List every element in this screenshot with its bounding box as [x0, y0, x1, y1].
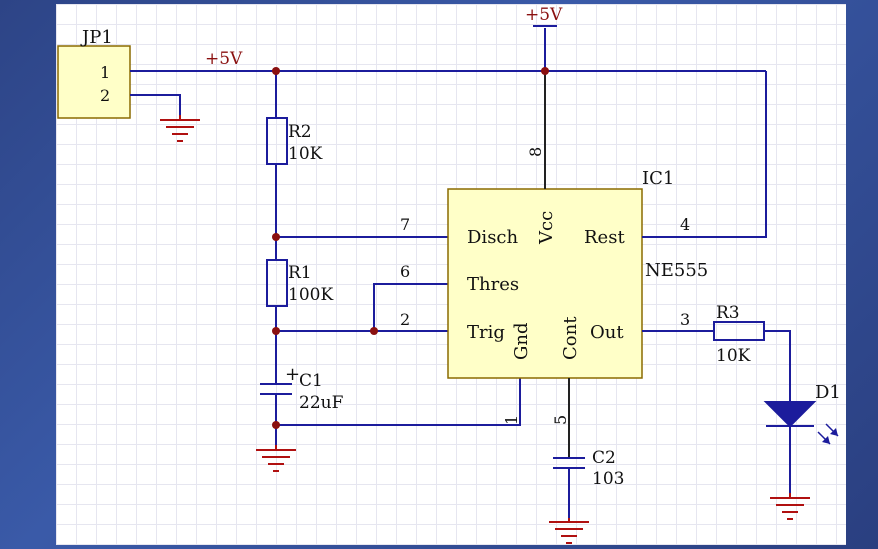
r2-ref: R2 — [288, 122, 312, 142]
vcc-net-label-top: +5V — [525, 5, 563, 25]
ic-body — [447, 188, 643, 379]
r1-ref: R1 — [288, 263, 312, 283]
ground-symbol-c2 — [549, 518, 589, 544]
pin-number-3: 3 — [680, 310, 690, 329]
jp1-pin2-label: 2 — [100, 86, 110, 105]
ic-pin-trig-label: Trig — [467, 322, 505, 343]
pin-number-2: 2 — [400, 310, 410, 329]
ic-pin-thres-label: Thres — [467, 274, 519, 295]
junction-dot — [272, 67, 280, 75]
r2-body — [266, 117, 288, 165]
thres-wire — [373, 283, 448, 331]
junction-dot — [272, 421, 280, 429]
junction-dot — [370, 327, 378, 335]
ic-ref: IC1 — [642, 168, 674, 189]
d1-ref: D1 — [815, 382, 841, 403]
reset-wire — [642, 71, 767, 238]
r1-body — [266, 259, 288, 307]
pin-number-8: 8 — [526, 147, 545, 157]
r3-value: 10K — [716, 346, 751, 366]
vcc-net-label-left: +5V — [205, 49, 243, 69]
jp1-ref: JP1 — [80, 27, 113, 48]
c2-ref: C2 — [592, 448, 616, 468]
pin-number-5: 5 — [551, 415, 570, 425]
ground-symbol-d1 — [770, 493, 810, 520]
c1-polarity: + — [285, 364, 300, 385]
ic-pin-rest-label: Rest — [584, 227, 625, 248]
r2-value: 10K — [288, 144, 323, 164]
r3-body — [713, 321, 765, 341]
ground-symbol-c1 — [256, 445, 296, 472]
pin-number-4: 4 — [680, 215, 690, 234]
ic-part: NE555 — [645, 260, 708, 281]
gnd-wire — [276, 378, 521, 426]
ic-pin-out-label: Out — [590, 322, 624, 343]
pin-number-6: 6 — [400, 262, 410, 281]
jp1-gnd-wire — [130, 94, 181, 115]
ic-pin-cont-label: Cont — [560, 316, 581, 360]
ground-symbol-jp1 — [160, 115, 200, 142]
ic-pin-vcc-label: Vcc — [536, 211, 557, 245]
junction-dot — [272, 233, 280, 241]
r3-ref: R3 — [716, 303, 740, 323]
c1-value: 22uF — [299, 393, 344, 413]
jp1-body — [57, 45, 131, 119]
led-light-arrows-icon — [817, 423, 839, 445]
ic-pin-gnd-label: Gnd — [511, 323, 532, 361]
r1-value: 100K — [288, 285, 333, 305]
pin-number-7: 7 — [400, 215, 410, 234]
pin-number-1: 1 — [502, 415, 521, 425]
c2-value: 103 — [592, 469, 624, 489]
c1-ref: C1 — [299, 371, 323, 391]
ic-pin-disch-label: Disch — [467, 227, 519, 248]
jp1-pin1-label: 1 — [100, 63, 110, 82]
junction-dot — [541, 67, 549, 75]
junction-dot — [272, 327, 280, 335]
d1-body — [763, 401, 817, 428]
r3-d1-wire — [764, 330, 791, 402]
